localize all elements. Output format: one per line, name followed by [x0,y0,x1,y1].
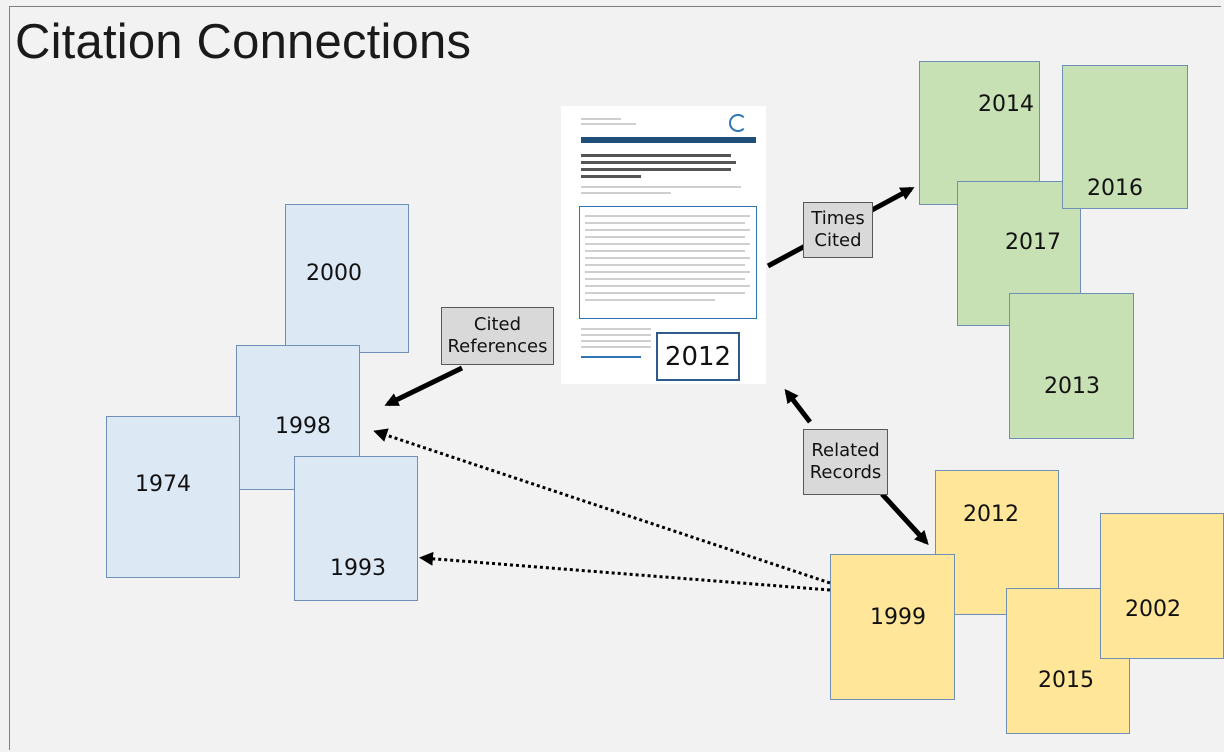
card-year: 1999 [870,605,926,630]
card-year: 2017 [1005,230,1061,255]
times-cited-card-2016: 2016 [1062,65,1188,209]
card-year: 2016 [1087,176,1143,201]
cited-card-1993: 1993 [294,456,418,601]
related-records-arrow-down [880,492,929,545]
related-card-1999: 1999 [830,554,955,700]
dotted-arrow-to-1993 [419,551,831,592]
card-year: 2002 [1125,597,1181,622]
cited-card-1974: 1974 [106,416,240,578]
slide-title: Citation Connections [15,15,472,69]
card-year: 2012 [963,502,1019,527]
times-cited-label: Times Cited [803,202,873,258]
related-records-label: Related Records [803,429,888,495]
card-year: 2015 [1038,668,1094,693]
card-year: 1998 [275,414,331,439]
slide-frame [9,6,1221,750]
card-year: 1974 [135,472,191,497]
dotted-arrow-to-1998 [373,428,831,585]
card-year: 2014 [978,92,1034,117]
cited-card-2000: 2000 [285,204,409,353]
card-year: 2000 [306,261,362,286]
card-year: 1993 [330,556,386,581]
cited-references-arrow [384,365,464,407]
related-records-arrow-up [784,388,812,424]
card-year: 2013 [1044,374,1100,399]
journal-logo-icon [729,114,747,132]
cited-references-label: Cited References [441,307,554,365]
times-cited-card-2013: 2013 [1009,293,1134,439]
center-paper-year: 2012 [656,332,740,381]
related-card-2002: 2002 [1100,513,1224,659]
